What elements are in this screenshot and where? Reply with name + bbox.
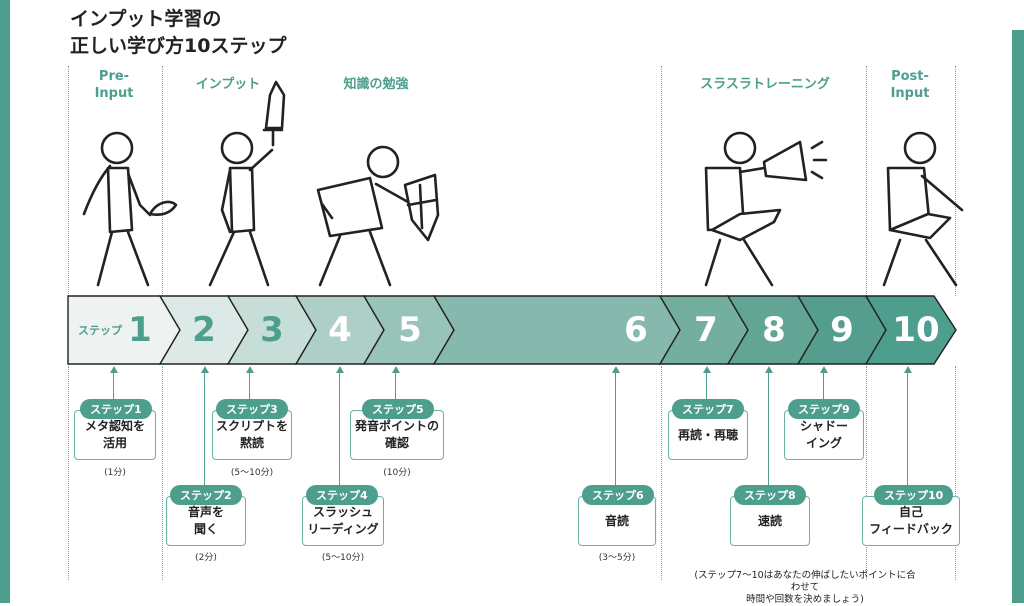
timeline-number-7: 7 — [694, 310, 718, 350]
timeline-step-label: ステップ — [78, 324, 122, 337]
step-7-badge: ステップ7 — [672, 399, 744, 419]
step-9-badge: ステップ9 — [788, 399, 860, 419]
connector-line — [768, 372, 770, 485]
divider-line — [955, 66, 956, 296]
phase-training: スラスラトレーニング — [700, 77, 830, 92]
divider-line — [661, 66, 662, 296]
title-line-2: 正しい学び方10ステップ — [70, 35, 287, 57]
timeline-number-8: 8 — [762, 310, 786, 350]
connector-line — [204, 372, 206, 485]
divider-line — [162, 66, 163, 296]
timeline-arrow — [67, 295, 957, 365]
timeline-number-5: 5 — [398, 310, 422, 350]
divider-line — [866, 66, 867, 296]
sword-raising-figure-icon — [208, 80, 286, 287]
arrow-up-icon — [201, 366, 209, 373]
arrow-up-icon — [110, 366, 118, 373]
connector-line — [339, 372, 341, 485]
phase-input: インプット — [195, 77, 261, 92]
phase-pre-input: Pre- Input — [94, 69, 134, 101]
step-3-badge: ステップ3 — [216, 399, 288, 419]
timeline-number-10: 10 — [892, 310, 940, 350]
step-4-duration: (5〜10分) — [321, 553, 365, 563]
step-6-duration: (3〜5分) — [598, 553, 636, 563]
page-title: インプット学習の 正しい学び方10ステップ — [70, 6, 286, 60]
timeline-number-1: 1 — [128, 310, 152, 350]
connector-line — [249, 372, 251, 400]
step-6-badge: ステップ6 — [582, 485, 654, 505]
connector-line — [395, 372, 397, 400]
connector-line — [907, 372, 909, 485]
right-accent-bar — [1012, 30, 1024, 603]
step-1-duration: (1分) — [104, 468, 126, 478]
arrow-up-icon — [336, 366, 344, 373]
running-figure-icon — [882, 131, 964, 287]
divider-line — [162, 366, 163, 580]
timeline-number-4: 4 — [328, 310, 352, 350]
timeline-number-9: 9 — [830, 310, 854, 350]
timeline-number-3: 3 — [260, 310, 284, 350]
title-line-1: インプット学習の — [70, 8, 222, 30]
step-2-duration: (2分) — [195, 553, 217, 563]
step-5-badge: ステップ5 — [362, 399, 434, 419]
divider-line — [661, 366, 662, 580]
divider-line — [68, 366, 69, 580]
connector-line — [113, 372, 115, 400]
step-4-badge: ステップ4 — [306, 485, 378, 505]
arrow-up-icon — [703, 366, 711, 373]
step-5-duration: (10分) — [383, 468, 411, 478]
step-10-badge: ステップ10 — [874, 485, 954, 505]
shield-figure-icon — [316, 145, 440, 287]
step-8-badge: ステップ8 — [734, 485, 806, 505]
step-1-badge: ステップ1 — [80, 399, 152, 419]
divider-line — [68, 66, 69, 296]
connector-line — [823, 372, 825, 400]
megaphone-figure-icon — [704, 131, 828, 287]
timeline-number-2: 2 — [192, 310, 216, 350]
connector-line — [615, 372, 617, 485]
phase-post-input: Post- Input — [890, 69, 930, 101]
left-accent-bar — [0, 0, 10, 603]
arrow-up-icon — [765, 366, 773, 373]
walking-figure-icon — [82, 131, 178, 287]
divider-line — [955, 366, 956, 580]
phase-knowledge: 知識の勉強 — [343, 77, 409, 92]
arrow-up-icon — [820, 366, 828, 373]
arrow-up-icon — [392, 366, 400, 373]
divider-line — [866, 366, 867, 580]
arrow-up-icon — [246, 366, 254, 373]
step-3-duration: (5〜10分) — [230, 468, 274, 478]
connector-line — [706, 372, 708, 400]
footnote: (ステップ7〜10はあなたの伸ばしたいポイントに合わせて 時間や回数を決めましょ… — [694, 570, 916, 605]
arrow-up-icon — [904, 366, 912, 373]
arrow-up-icon — [612, 366, 620, 373]
step-2-badge: ステップ2 — [170, 485, 242, 505]
timeline-number-6: 6 — [624, 310, 648, 350]
